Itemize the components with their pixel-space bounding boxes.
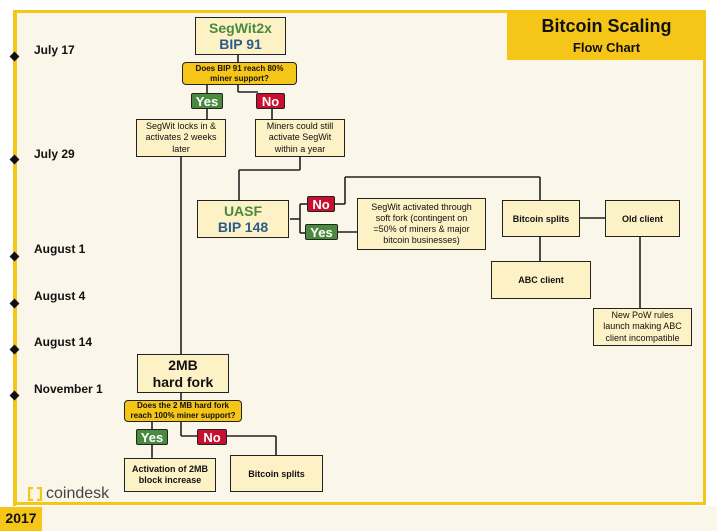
activation-2mb-box: Activation of 2MB block increase — [124, 458, 216, 492]
chart-frame — [14, 10, 706, 505]
miners-still-box: Miners could still activate SegWit withi… — [255, 119, 345, 157]
brand-name: coindesk — [46, 485, 110, 502]
new-pow-box: New PoW rules launch making ABC client i… — [593, 308, 692, 346]
chart-title: Bitcoin Scaling — [541, 16, 672, 36]
coindesk-logo: coindesk — [28, 485, 109, 503]
title-box: Bitcoin Scaling Flow Chart — [507, 10, 706, 60]
no-label: No — [197, 429, 227, 445]
year-tab — [0, 507, 42, 531]
uasf-box: UASF BIP 148 — [197, 200, 289, 238]
yes-label: Yes — [191, 93, 223, 109]
segwit-soft-fork-box: SegWit activated through soft fork (cont… — [357, 198, 486, 250]
hardfork-question: Does the 2 MB hard fork reach 100% miner… — [124, 400, 242, 422]
bitcoin-splits-box: Bitcoin splits — [502, 200, 580, 237]
bip91-question: Does BIP 91 reach 80% miner support? — [182, 62, 297, 85]
no-label: No — [256, 93, 285, 109]
year-bar — [0, 506, 717, 531]
abc-client-box: ABC client — [491, 261, 591, 299]
coindesk-icon — [28, 487, 42, 501]
timeline-date: August 1 — [34, 242, 86, 256]
year-label: 2017 — [5, 510, 37, 526]
bip148-label: BIP 148 — [217, 219, 269, 235]
bip91-label: BIP 91 — [219, 36, 262, 52]
segwit2x-label: SegWit2x — [209, 19, 272, 36]
timeline-date: August 4 — [34, 289, 86, 303]
yes-label: Yes — [305, 224, 338, 240]
timeline-date: November 1 — [34, 382, 103, 396]
timeline-date: July 17 — [34, 43, 75, 57]
yes-label: Yes — [136, 429, 168, 445]
bitcoin-splits-bottom-box: Bitcoin splits — [230, 455, 323, 492]
hardfork-box: 2MB hard fork — [137, 354, 229, 393]
no-label: No — [307, 196, 335, 212]
old-client-box: Old client — [605, 200, 680, 237]
segwit-lock-box: SegWit locks in & activates 2 weeks late… — [136, 119, 226, 157]
timeline-date: August 14 — [34, 335, 93, 349]
timeline-date: July 29 — [34, 147, 75, 161]
chart-subtitle: Flow Chart — [572, 40, 641, 55]
segwit2x-box: SegWit2x BIP 91 — [195, 17, 286, 55]
uasf-label: UASF — [223, 202, 263, 219]
